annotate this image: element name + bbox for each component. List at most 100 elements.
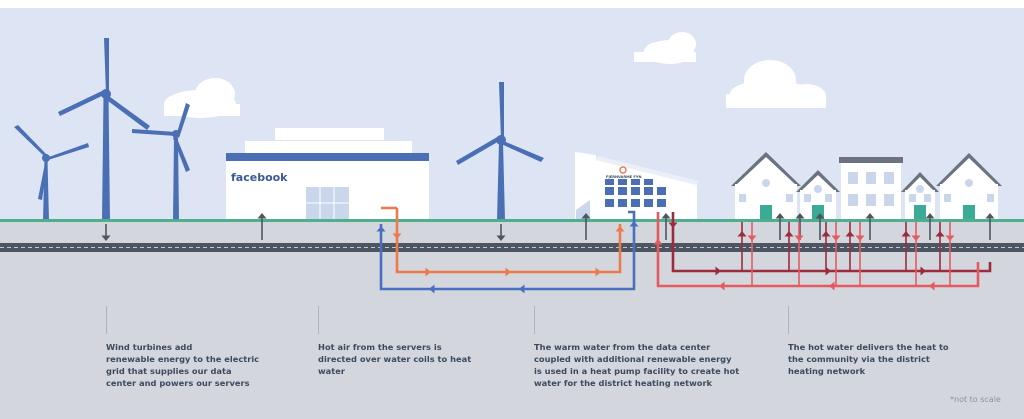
house-gable xyxy=(940,158,998,186)
pipe-arrow xyxy=(911,235,921,241)
pipe-arrow xyxy=(929,281,935,291)
pipe-arrow xyxy=(747,235,757,241)
pipe-arrow xyxy=(829,281,835,291)
house-door xyxy=(760,205,772,220)
energy-arrow-head xyxy=(496,235,506,241)
building-window xyxy=(866,194,876,206)
caption-wind: Wind turbines add renewable energy to th… xyxy=(106,342,260,388)
pipe-arrow xyxy=(831,235,841,241)
energy-arrow-head xyxy=(815,213,825,219)
facility-window xyxy=(644,187,653,195)
building-window xyxy=(884,194,894,206)
facebook-data-center xyxy=(226,128,429,220)
pipe-arrow xyxy=(519,284,525,294)
cloud-right xyxy=(726,60,826,108)
facility-windows xyxy=(605,179,666,207)
heat-plant-logo: FJERNVARME FYN xyxy=(606,175,641,179)
house-gable xyxy=(905,177,935,192)
not-to-scale-note: *not to scale xyxy=(950,395,1001,404)
facility-window xyxy=(618,199,627,207)
building-window xyxy=(848,194,858,206)
pipe-arrow xyxy=(935,231,945,237)
ground xyxy=(0,220,1024,419)
pipe-arrow xyxy=(920,266,926,276)
pipe-arrow xyxy=(505,267,511,277)
facility-window xyxy=(618,187,627,195)
hot-water-supply-pipe xyxy=(671,212,992,273)
pipe-arrow xyxy=(629,221,639,227)
cloud-center xyxy=(634,32,696,64)
house-door xyxy=(963,205,975,220)
building-window xyxy=(884,172,894,184)
house-gable xyxy=(800,175,836,192)
pipe-arrow xyxy=(392,233,402,239)
wind-turbine-icon xyxy=(58,38,150,221)
house-window xyxy=(987,194,994,202)
pipe-arrow xyxy=(737,231,747,237)
energy-arrow-head xyxy=(925,213,935,219)
facility-window xyxy=(644,199,653,207)
pipe-arrow xyxy=(595,267,601,277)
houses xyxy=(731,152,1002,220)
cloud-left xyxy=(164,78,240,118)
pipe-arrow xyxy=(945,235,955,241)
house-window xyxy=(739,194,746,202)
caption-divider xyxy=(318,306,319,334)
energy-arrow-head xyxy=(985,213,995,219)
facility-window xyxy=(605,187,614,195)
apartment-building xyxy=(839,157,903,220)
pipe-arrow xyxy=(855,235,865,241)
facility-window xyxy=(631,199,640,207)
house-window xyxy=(944,194,951,202)
wind-turbine-icon xyxy=(132,103,190,221)
house-window xyxy=(804,194,811,202)
house-window xyxy=(786,194,793,202)
energy-arrow-head xyxy=(661,213,671,219)
heat-pipes xyxy=(376,206,992,294)
heat-plant-logo-mark xyxy=(619,166,627,174)
pipe-arrow xyxy=(715,266,721,276)
facility-window xyxy=(657,199,666,207)
pipe-arrow xyxy=(794,235,804,241)
energy-arrow-head xyxy=(581,213,591,219)
house-round-window xyxy=(916,185,924,193)
white-top-border xyxy=(0,0,1024,8)
energy-arrow-head xyxy=(101,235,111,241)
pipe-arrow xyxy=(719,281,725,291)
caption-heat-pump: The warm water from the data center coup… xyxy=(534,342,740,388)
pipe-arrow xyxy=(821,231,831,237)
wind-turbine-icon xyxy=(14,125,89,221)
house xyxy=(936,153,1002,220)
pipe-arrow xyxy=(668,222,678,228)
house xyxy=(731,152,801,220)
facility-window xyxy=(605,199,614,207)
house-round-window xyxy=(965,179,973,187)
facility-window xyxy=(631,179,640,185)
caption-data-center: Hot air from the servers is directed ove… xyxy=(318,342,472,376)
house-window xyxy=(924,194,931,202)
cold-water-pipe xyxy=(379,210,636,291)
caption-community: The hot water delivers the heat to the c… xyxy=(788,342,949,376)
caption-divider xyxy=(788,306,789,334)
building-body xyxy=(841,163,901,220)
pipe-arrow xyxy=(825,266,831,276)
house-round-window xyxy=(762,179,770,187)
wind-turbine-icon xyxy=(456,82,544,221)
building-roof xyxy=(839,157,903,163)
house-door xyxy=(914,205,926,220)
grass-line xyxy=(0,219,1024,222)
pipe-arrow xyxy=(845,231,855,237)
return-water-pipe xyxy=(656,212,980,288)
energy-arrows xyxy=(101,213,995,241)
energy-arrow-head xyxy=(257,213,267,219)
pipe-arrow xyxy=(784,231,794,237)
pipe-arrow xyxy=(429,284,435,294)
energy-arrow-head xyxy=(795,213,805,219)
facility-window xyxy=(657,187,666,195)
pipe-arrow xyxy=(425,267,431,277)
facility-window xyxy=(618,179,627,185)
caption-divider xyxy=(106,306,107,334)
house-round-window xyxy=(814,185,822,193)
facility-window xyxy=(605,179,614,185)
